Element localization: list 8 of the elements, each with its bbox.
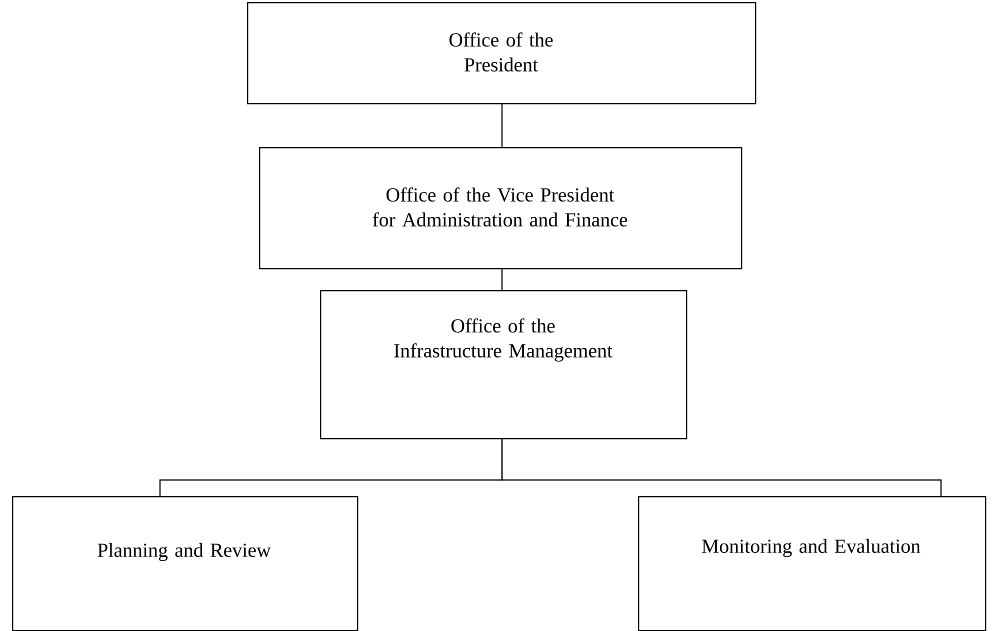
- org-box: Office of the President: [247, 2, 756, 104]
- connector-line: [501, 103, 503, 147]
- org-box: Monitoring and Evaluation: [638, 496, 986, 631]
- connector-line: [501, 268, 503, 290]
- org-box: Planning and Review: [12, 496, 358, 631]
- connector-line: [501, 438, 942, 496]
- org-box: Office of the Vice President for Administration and Finance: [259, 147, 742, 270]
- org-box: Office of the Infrastructure Management: [320, 290, 688, 440]
